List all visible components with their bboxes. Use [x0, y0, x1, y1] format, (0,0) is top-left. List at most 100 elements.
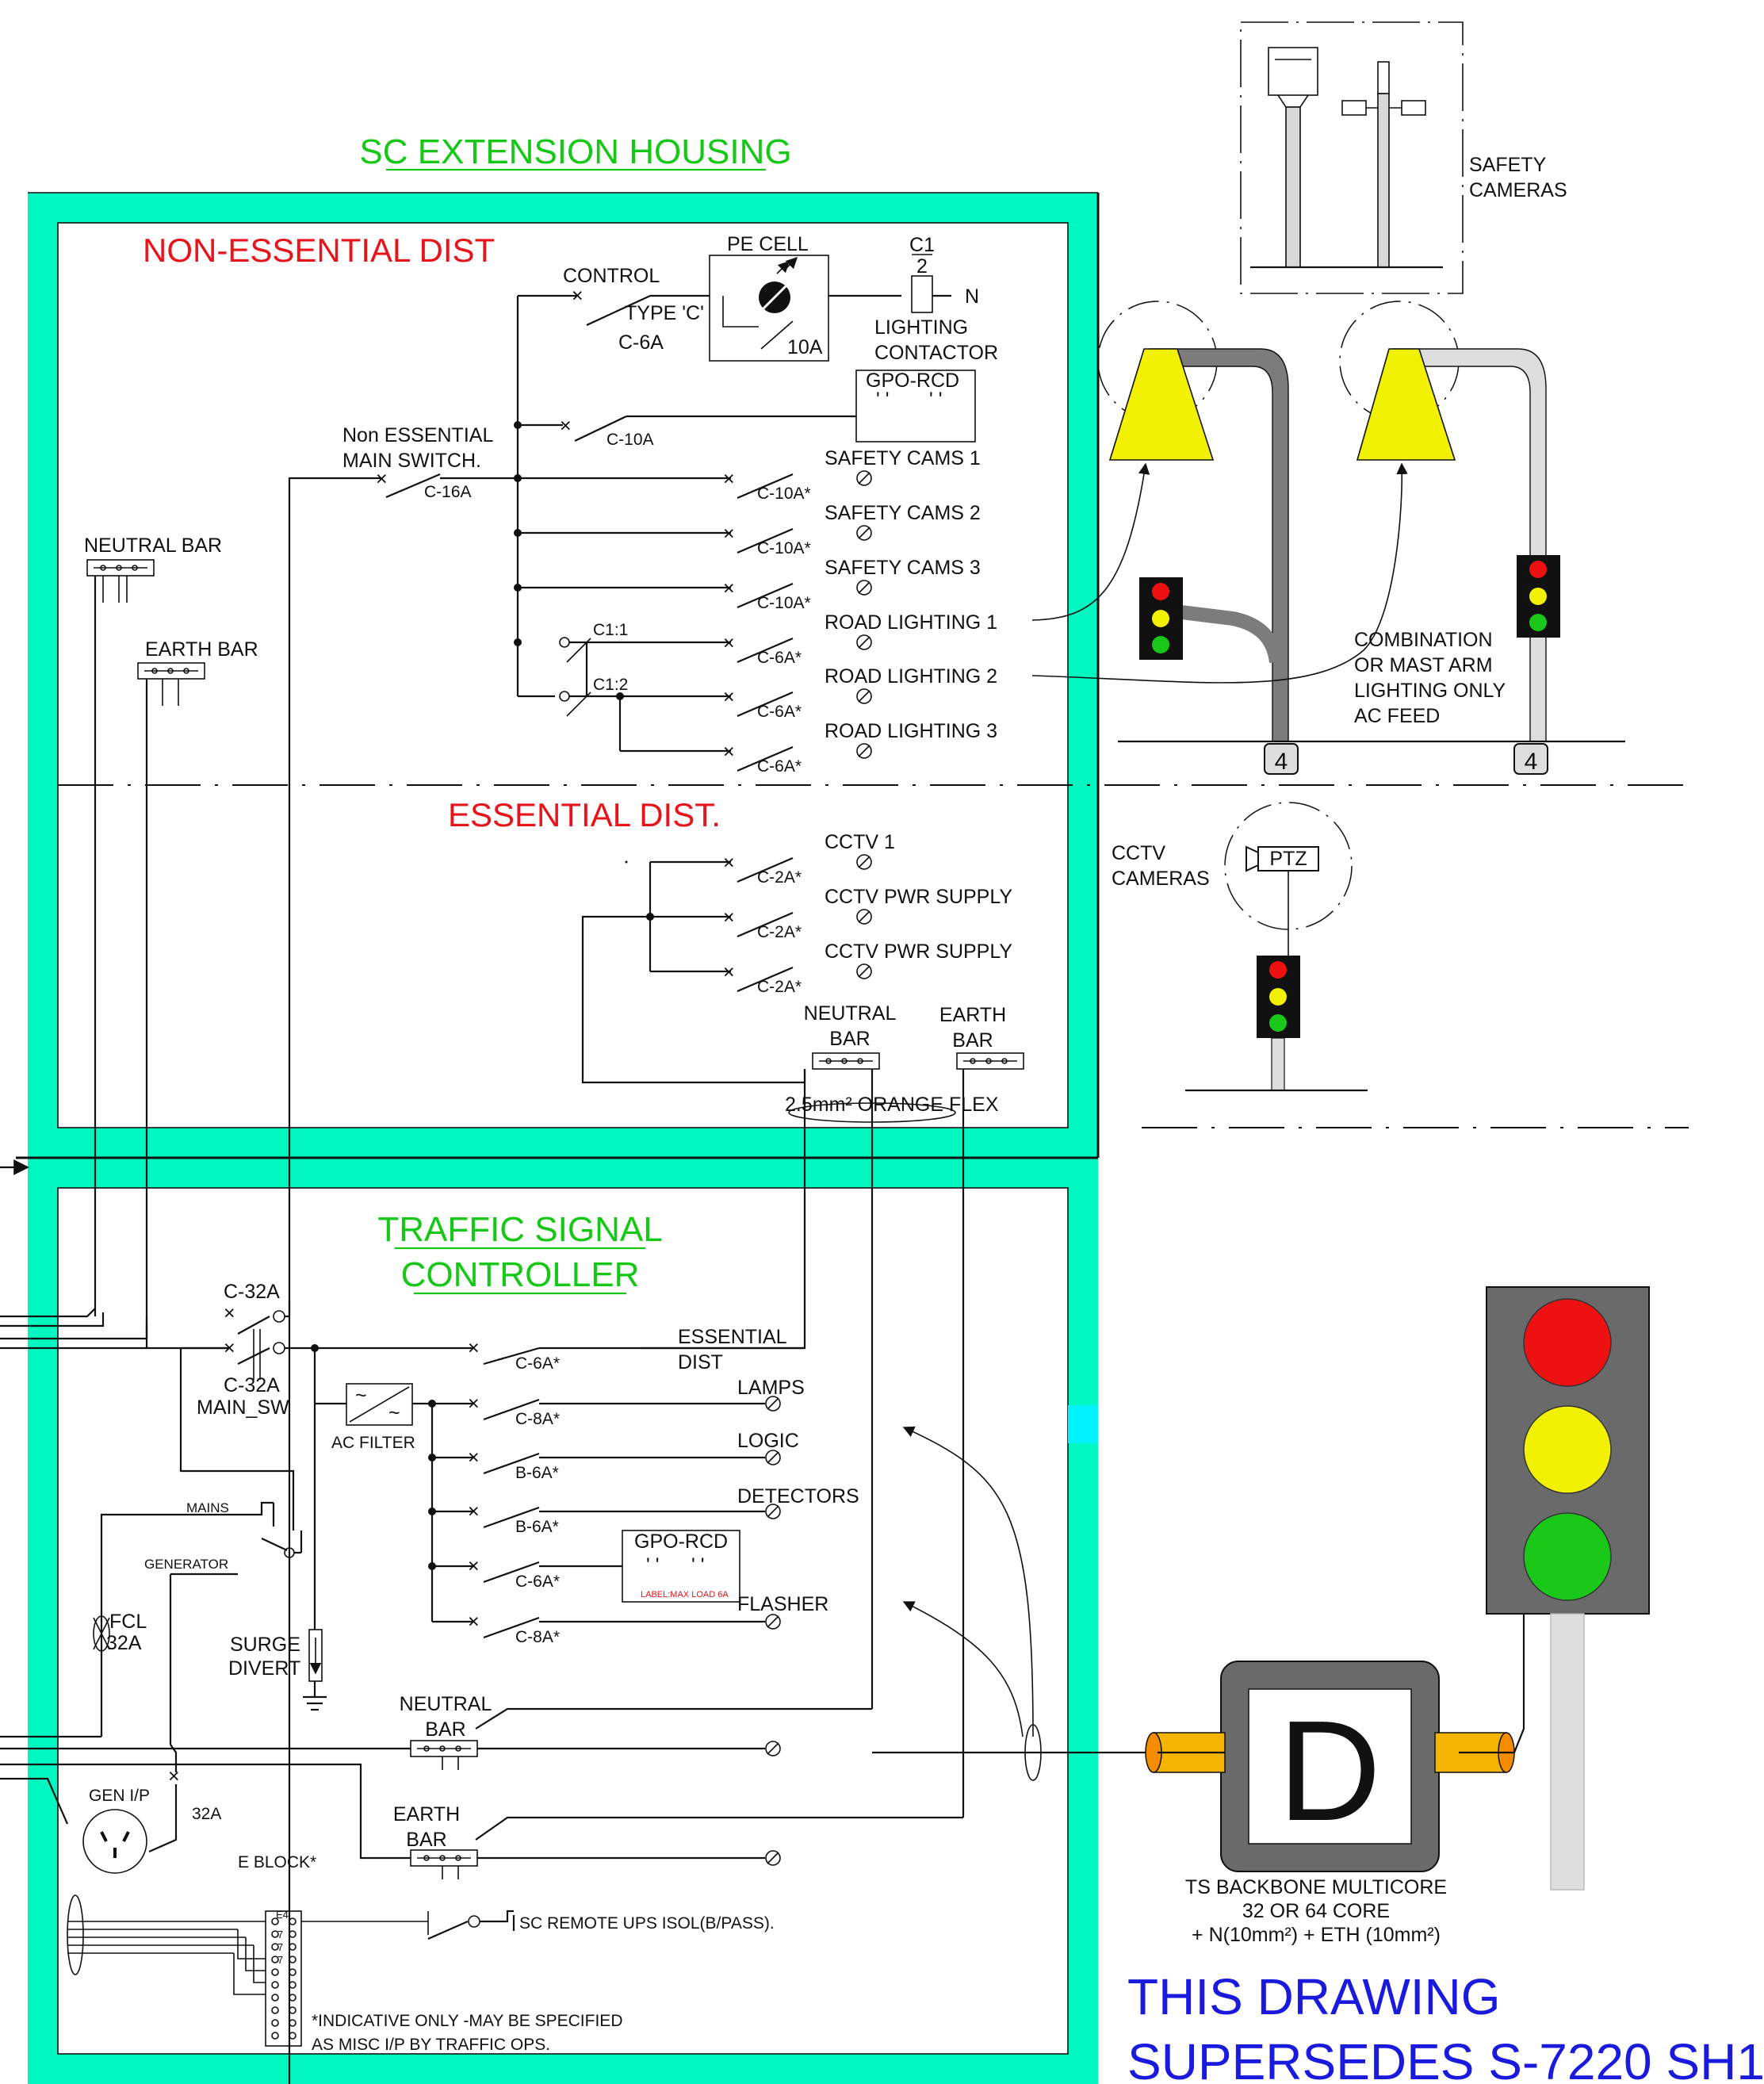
non-essential-circuits: × × × × × × SAFETY CAMS 1 C-10A* SAFETY … — [518, 447, 997, 776]
terminal-code: 7 — [277, 1929, 283, 1940]
svg-text:×: × — [468, 1337, 480, 1359]
backbone-label-2: 32 OR 64 CORE — [1242, 1900, 1390, 1922]
circuit-label: ROAD LIGHTING 1 — [825, 611, 997, 634]
essential-circuits-text: CCTV 1 C-2A* CCTV PWR SUPPLY C-2A* CCTV … — [757, 831, 1012, 1116]
circuit-breaker: C-10A* — [757, 594, 811, 612]
earth-bar-top: EARTH BAR — [137, 638, 258, 1339]
c6a-label: C-6A — [618, 331, 664, 354]
essential-breaker: C-6A* — [515, 1354, 560, 1373]
tsc-gpo-rcd-box — [622, 1530, 740, 1603]
safety-cameras-label: SAFETY — [1469, 154, 1547, 176]
svg-text:×: × — [560, 415, 572, 437]
circuit-label: FLASHER — [737, 1593, 828, 1615]
terminal-code: 7 — [277, 1954, 283, 1966]
essential-wiring: × × × — [581, 852, 1024, 1818]
mains-label: MAINS — [186, 1500, 229, 1515]
divert-label: DIVERT — [228, 1657, 300, 1680]
fcl-label: FCL — [109, 1611, 147, 1633]
pole-number-label: 4 — [1275, 749, 1288, 775]
essential-neutral-label-2: BAR — [829, 1028, 870, 1050]
essential-earth-label-2: BAR — [952, 1029, 993, 1052]
neutral-bar-label: NEUTRAL BAR — [84, 534, 222, 557]
combination-label-4: AC FEED — [1354, 705, 1440, 727]
circuit-row: × × × × × × — [518, 468, 872, 772]
cctv-illustration: PTZ CCTV CAMERAS — [1112, 802, 1368, 1092]
c1-1-label: C1:1 — [593, 621, 628, 639]
contactor-label: CONTACTOR — [874, 342, 998, 364]
neutral-n-label: N — [965, 285, 979, 308]
svg-text:×: × — [468, 1393, 480, 1415]
svg-text:×: × — [723, 741, 735, 763]
d-letter: D — [1278, 1691, 1381, 1851]
backbone-label-3: + N(10mm²) + ETH (10mm²) — [1192, 1924, 1441, 1946]
road-lighting-poles: 4 4 COMBINATION OR MAST ARM LIGHTING ONL… — [1031, 301, 1625, 775]
svg-text:×: × — [723, 523, 735, 545]
tsc-neutral-label: NEUTRAL — [400, 1693, 492, 1715]
circuit-label: LAMPS — [737, 1377, 805, 1399]
svg-text:×: × — [723, 577, 735, 600]
svg-text:×: × — [468, 1500, 480, 1523]
tsc-labels: C-32A C-32A MAIN_SW AC FILTER MAINS GENE… — [89, 1281, 859, 2054]
svg-text:×: × — [168, 1765, 180, 1787]
terminal-code: 7 — [277, 1941, 283, 1953]
c1-label: C1 — [909, 234, 935, 256]
cctv-cameras-label-2: CAMERAS — [1112, 868, 1210, 890]
circuit-label: CCTV PWR SUPPLY — [825, 940, 1012, 963]
remote-ups-label: SC REMOTE UPS ISOL(B/PASS). — [519, 1914, 775, 1933]
c1-number: 2 — [916, 255, 928, 278]
pe-cell-box — [709, 255, 829, 362]
tsc-heading-line2: CONTROLLER — [401, 1255, 640, 1294]
circuit-breaker: C-2A* — [757, 923, 802, 941]
tsc-gpo-rcd-label: GPO-RCD — [634, 1530, 728, 1553]
lighting-label: LIGHTING — [874, 316, 968, 339]
combination-label-2: OR MAST ARM — [1354, 654, 1493, 676]
non-essential-heading: NON-ESSENTIAL DIST — [143, 232, 495, 269]
tsc-earth-label-2: BAR — [406, 1829, 446, 1851]
circuit-breaker: C-8A* — [515, 1628, 560, 1646]
pe-10a-label: 10A — [787, 336, 823, 358]
gen-32a-label: 32A — [192, 1805, 221, 1823]
ptz-label: PTZ — [1269, 848, 1307, 870]
c1-2-label: C1:2 — [593, 676, 628, 694]
main-switch-line1: Non ESSENTIAL — [342, 424, 493, 446]
neutral-bar-top: NEUTRAL BAR — [84, 534, 222, 1316]
svg-text:×: × — [468, 1446, 480, 1469]
circuit-label: SAFETY CAMS 2 — [825, 502, 981, 524]
svg-text:' ': ' ' — [929, 389, 943, 411]
combination-label-3: LIGHTING ONLY — [1354, 680, 1506, 702]
circuit-label: SAFETY CAMS 1 — [825, 447, 981, 469]
circuit-breaker: C-8A* — [515, 1410, 560, 1428]
gpo-rcd-box — [855, 370, 976, 442]
sc-extension-housing-frame — [28, 192, 1100, 1158]
circuit-breaker: C-10A* — [757, 539, 811, 557]
svg-text:×: × — [224, 1302, 235, 1324]
essential-heading: ESSENTIAL DIST. — [448, 796, 721, 833]
c16a-label: C-16A — [424, 483, 472, 501]
c10a-label: C-10A — [606, 431, 654, 449]
tsc-earth-label: EARTH — [393, 1803, 460, 1825]
e-block-terminal — [265, 1910, 302, 2047]
svg-text:×: × — [723, 906, 735, 929]
circuit-breaker: C-10A* — [757, 485, 811, 503]
circuit-breaker: B-6A* — [515, 1464, 559, 1482]
essential-neutral-label: NEUTRAL — [804, 1002, 897, 1025]
circuit-breaker: B-6A* — [515, 1518, 559, 1536]
safety-cameras-label-2: CAMERAS — [1469, 179, 1567, 201]
svg-text:~: ~ — [355, 1385, 367, 1407]
main-switch-line2: MAIN SWITCH. — [342, 450, 481, 472]
essential-dist-label: ESSENTIAL — [678, 1326, 787, 1348]
orange-flex-label: 2.5mm² ORANGE FLEX — [785, 1094, 999, 1116]
circuit-breaker: C-2A* — [757, 978, 802, 996]
svg-text:×: × — [572, 285, 584, 307]
circuit-label: SAFETY CAMS 3 — [825, 557, 981, 579]
non-essential-labels: CONTROL TYPE 'C' C-6A PE CELL 10A C1 2 N… — [342, 233, 998, 694]
sc-extension-housing-title: SC EXTENSION HOUSING — [359, 132, 791, 171]
circuit-label: DETECTORS — [737, 1485, 859, 1507]
supersedes-note-1: THIS DRAWING — [1127, 1968, 1501, 2025]
combination-label: COMBINATION — [1354, 629, 1493, 651]
tsc-heading-line1: TRAFFIC SIGNAL — [377, 1210, 662, 1249]
circuit-breaker: C-6A* — [757, 757, 802, 776]
svg-text:×: × — [468, 1611, 480, 1633]
traffic-controller-frame — [16, 1156, 1098, 2084]
